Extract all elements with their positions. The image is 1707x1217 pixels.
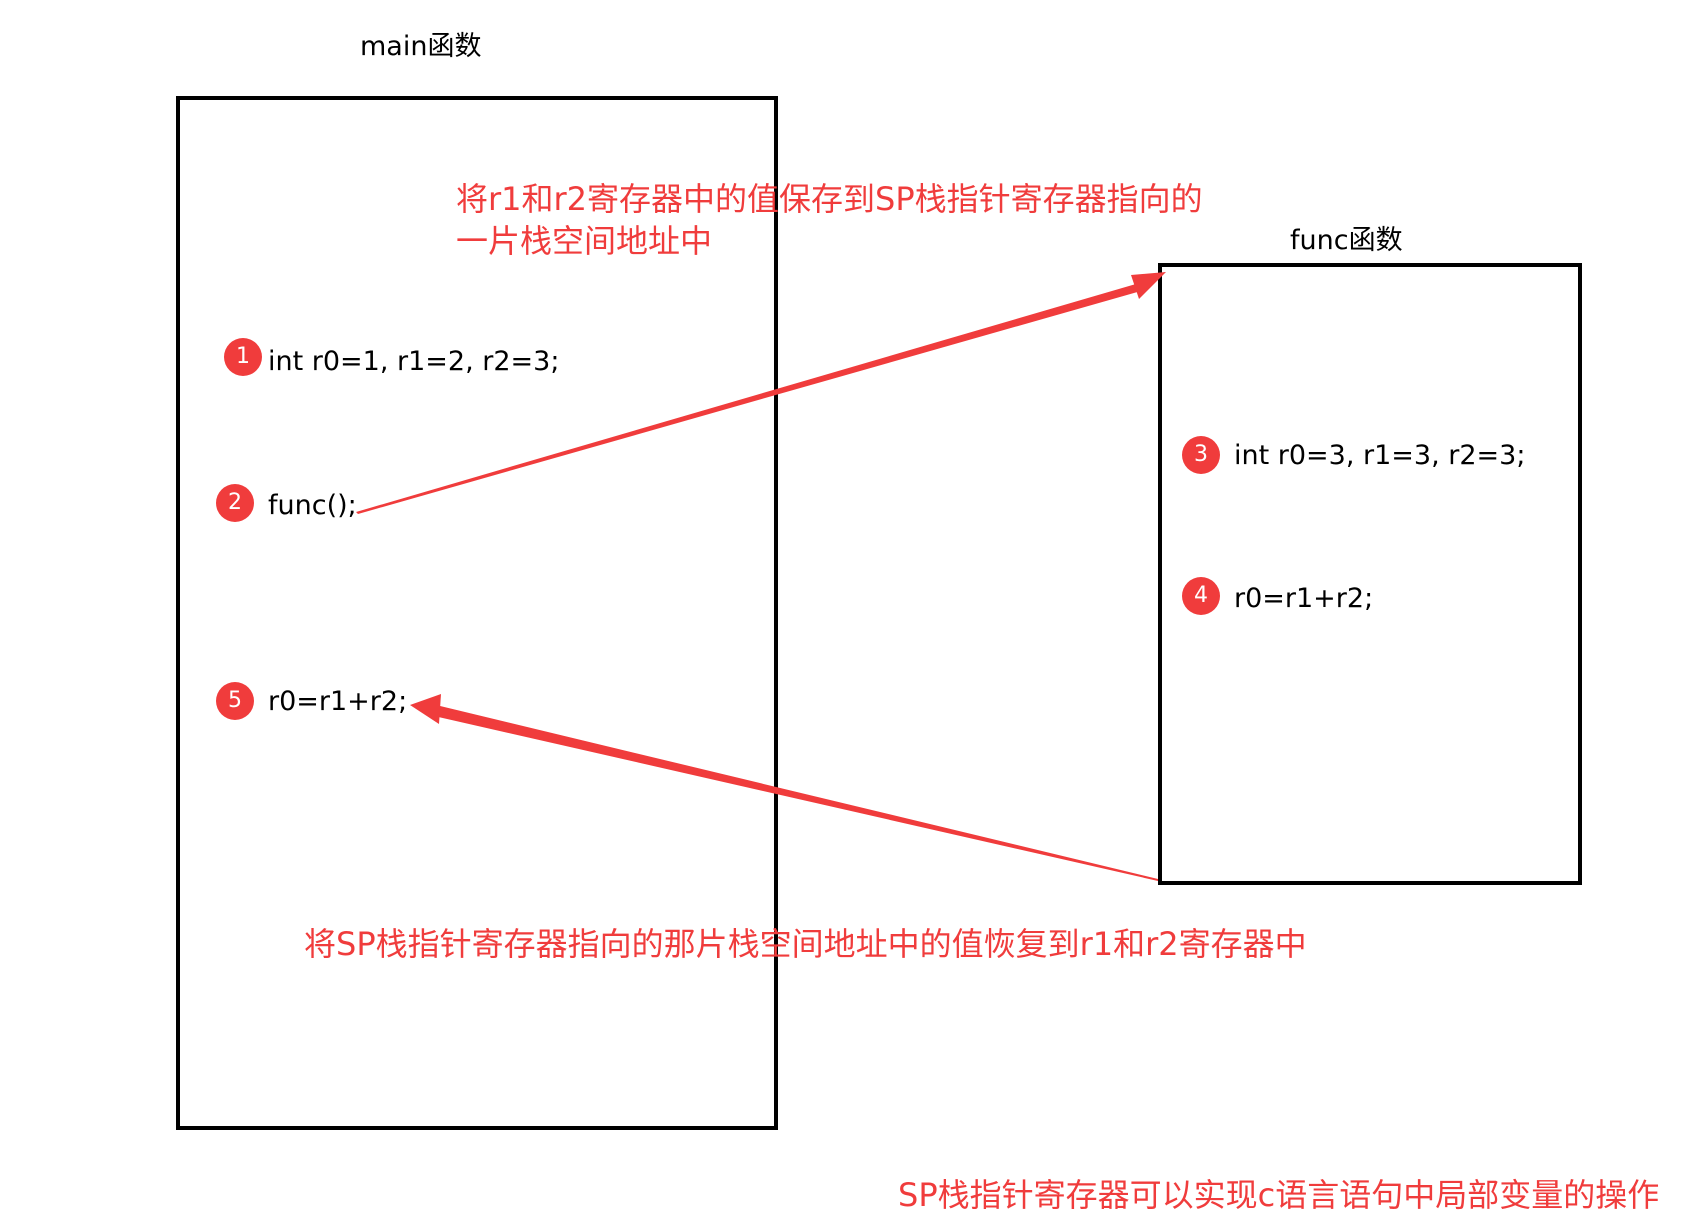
summary-note: SP栈指针寄存器可以实现c语言语句中局部变量的操作 [898,1176,1660,1214]
main-function-title: main函数 [360,31,482,62]
main-function-frame [176,96,778,1130]
main-step-1-code: int r0=1, r1=2, r2=3; [268,346,560,377]
main-step-2-code: func(); [268,490,357,521]
save-registers-note-line1: 将r1和r2寄存器中的值保存到SP栈指针寄存器指向的 [456,180,1203,218]
step-badge-2: 2 [216,484,254,522]
func-step-4-code: r0=r1+r2; [1234,583,1374,614]
save-registers-note-line2: 一片栈空间地址中 [456,222,713,260]
call-arrow-head [1131,272,1166,299]
step-badge-5: 5 [216,682,254,720]
restore-registers-note: 将SP栈指针寄存器指向的那片栈空间地址中的值恢复到r1和r2寄存器中 [304,925,1307,963]
func-function-title: func函数 [1290,225,1403,256]
return-arrow [434,705,1158,881]
step-badge-4: 4 [1182,577,1220,615]
func-step-3-code: int r0=3, r1=3, r2=3; [1234,440,1526,471]
func-function-frame [1158,263,1582,885]
step-badge-1: 1 [224,338,262,376]
call-arrow [356,281,1148,514]
step-badge-3: 3 [1182,436,1220,474]
main-step-5-code: r0=r1+r2; [268,686,408,717]
return-arrow-head [410,694,441,724]
